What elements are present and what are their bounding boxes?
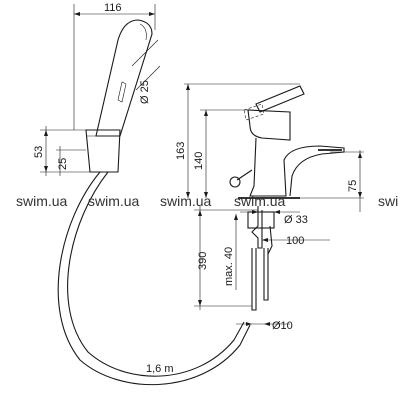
watermark-3: swim.ua bbox=[160, 193, 212, 209]
dim-390-label: 390 bbox=[197, 252, 209, 270]
dim-diameter-33-label: Ø 33 bbox=[284, 214, 308, 226]
dim-100-label: 100 bbox=[286, 235, 304, 247]
dim-diameter-25-label: Ø 25 bbox=[139, 80, 151, 104]
dim-140: 140 bbox=[193, 109, 248, 198]
dim-max-40-label: max. 40 bbox=[223, 247, 235, 286]
dim-diameter-10: Ø10 bbox=[236, 320, 293, 332]
watermark-4: swim.ua bbox=[234, 193, 286, 209]
dim-75-label: 75 bbox=[347, 180, 359, 192]
dim-140-label: 140 bbox=[193, 152, 205, 170]
dim-163-label: 163 bbox=[175, 142, 187, 160]
dim-116-label: 116 bbox=[104, 2, 122, 14]
dim-116: 116 bbox=[73, 2, 156, 130]
dim-75: 75 bbox=[300, 150, 364, 212]
dim-390: 390 bbox=[194, 206, 258, 310]
dim-max-40: max. 40 bbox=[223, 214, 238, 290]
watermark-2: swim.ua bbox=[88, 193, 140, 209]
shower-hose bbox=[57, 171, 251, 386]
watermark-5: swi bbox=[378, 193, 398, 209]
hose-length-label: 1,6 m bbox=[146, 363, 174, 375]
dim-53-label: 53 bbox=[33, 146, 45, 158]
shower-holder bbox=[85, 129, 121, 173]
dim-diameter-10-label: Ø10 bbox=[272, 320, 293, 332]
dim-diameter-25: Ø 25 bbox=[131, 39, 161, 104]
dim-holder: 53 25 bbox=[33, 126, 90, 176]
dim-163: 163 bbox=[175, 83, 300, 198]
dim-100: 100 bbox=[262, 235, 330, 247]
hand-shower bbox=[95, 19, 153, 137]
watermark-1: swim.ua bbox=[16, 193, 68, 209]
dim-diameter-33: Ø 33 bbox=[240, 210, 308, 226]
mixer-body bbox=[229, 85, 345, 311]
dim-25-label: 25 bbox=[57, 158, 69, 170]
